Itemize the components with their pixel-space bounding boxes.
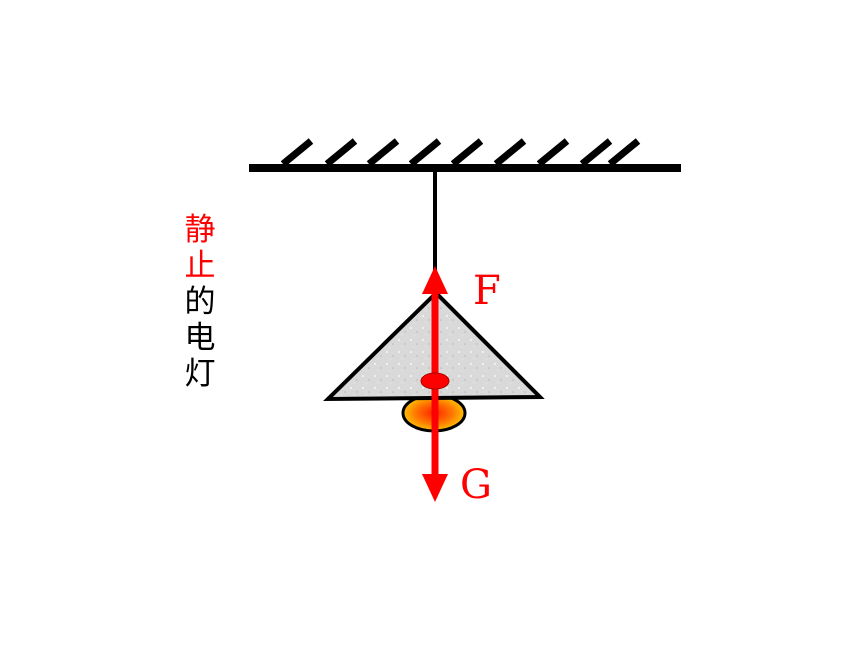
force-f-label: F — [473, 268, 501, 314]
force-g-arrowhead — [422, 474, 448, 502]
caption-char-4: 电 — [184, 320, 216, 356]
caption-char-3: 的 — [184, 284, 216, 320]
caption-char-1: 静 — [184, 212, 216, 248]
force-arrows — [420, 266, 450, 502]
caption-static-lamp: 静 止 的 电 灯 — [180, 212, 220, 392]
caption-char-2: 止 — [184, 248, 216, 284]
caption-char-5: 灯 — [184, 356, 216, 392]
ceiling-hatching — [280, 138, 641, 167]
force-g-label: G — [460, 462, 492, 508]
force-f-arrowhead — [422, 266, 448, 294]
center-of-gravity-dot — [420, 372, 450, 390]
